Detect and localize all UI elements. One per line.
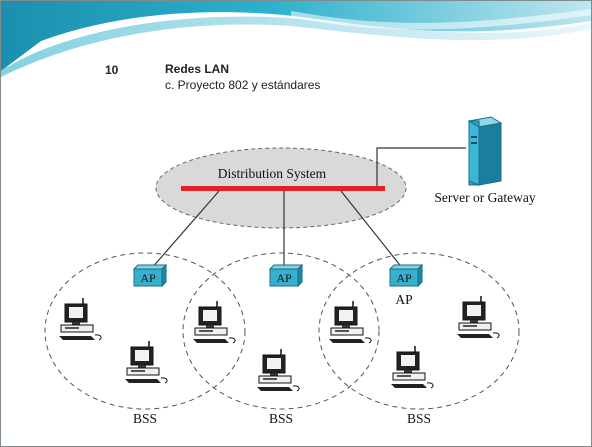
computer-icon xyxy=(328,300,372,344)
computer-icon xyxy=(124,340,168,384)
computer-icon xyxy=(390,345,434,389)
bss-label-1: BSS xyxy=(133,411,157,426)
ap-label-3: AP xyxy=(396,271,412,285)
distribution-system-label: Distribution System xyxy=(218,166,327,181)
ap-caption: AP xyxy=(395,292,412,307)
slide-subtitle: c. Proyecto 802 y estándares xyxy=(165,78,321,92)
access-point-3: AP xyxy=(388,263,424,288)
ap-label-2: AP xyxy=(276,271,292,285)
access-point-1: AP xyxy=(132,263,168,288)
computer-icon xyxy=(192,300,236,344)
access-point-2: AP xyxy=(268,263,304,288)
header-banner xyxy=(1,1,591,77)
bss-circle-3 xyxy=(318,252,520,410)
computer-icon xyxy=(58,297,102,341)
distribution-bus xyxy=(181,186,385,191)
bss-circle-2 xyxy=(182,252,380,410)
ap-link-1 xyxy=(150,190,220,270)
ap-link-3 xyxy=(340,190,404,270)
server-link xyxy=(376,147,466,186)
computer-icon xyxy=(456,295,500,339)
slide-number: 10 xyxy=(105,63,119,77)
bss-label-2: BSS xyxy=(269,411,293,426)
computer-icon xyxy=(256,348,300,392)
ap-label-1: AP xyxy=(140,271,156,285)
bss-label-3: BSS xyxy=(407,411,431,426)
slide-title: Redes LAN xyxy=(165,62,230,76)
server-icon xyxy=(467,116,503,186)
server-label: Server or Gateway xyxy=(434,190,535,205)
bss-circle-1 xyxy=(44,252,246,410)
